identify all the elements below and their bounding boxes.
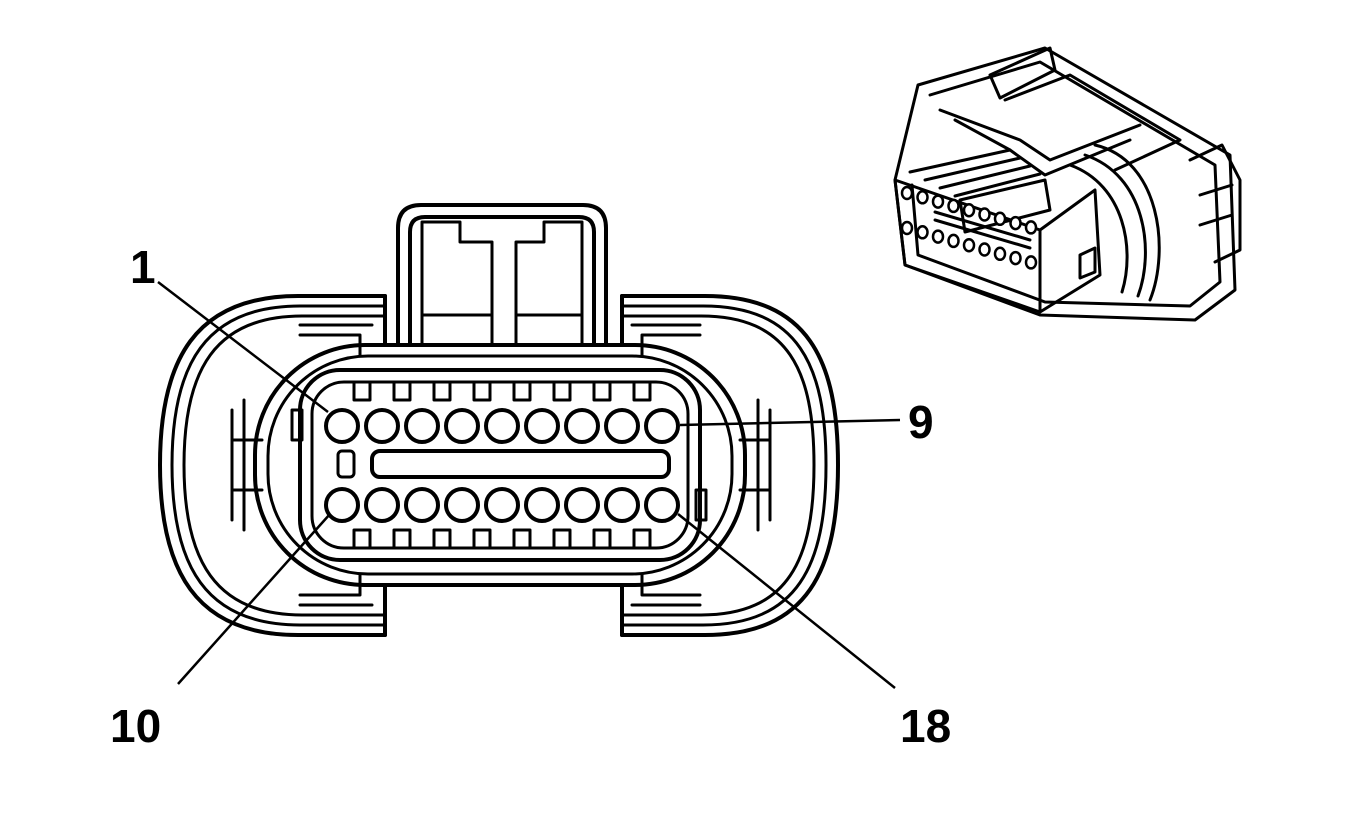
pin-label-9: 9 [908, 396, 934, 448]
pin-cavity-5 [484, 408, 520, 444]
comb-rib-top [512, 380, 532, 402]
pin-cavity-12 [404, 487, 440, 523]
comb-rib-bottom [592, 528, 612, 550]
comb-rib-top [592, 380, 612, 402]
comb-rib-bottom [352, 528, 372, 550]
pin-label-1: 1 [130, 241, 156, 293]
pin-cavity-9 [644, 408, 680, 444]
comb-rib-top [352, 380, 372, 402]
locking-tab [396, 203, 608, 347]
comb-rib-bottom [512, 528, 532, 550]
pin-cavity-11 [364, 487, 400, 523]
pin-cavity-16 [564, 487, 600, 523]
leader-line-pin-1 [157, 281, 329, 413]
center-key-slot [370, 449, 671, 479]
pin-cavity-2 [364, 408, 400, 444]
pin-cavity-7 [564, 408, 600, 444]
iso-pin-cavity [916, 190, 929, 205]
iso-pin-cavity [916, 225, 929, 240]
comb-rib-top [392, 380, 412, 402]
pin-cavity-14 [484, 487, 520, 523]
iso-pin-cavity [962, 202, 976, 218]
iso-pin-cavity [993, 246, 1007, 262]
mating-face [253, 343, 747, 587]
pin-cavity-13 [444, 487, 480, 523]
iso-pin-cavity [947, 198, 960, 214]
polarizing-slot [336, 449, 356, 479]
pin-cavity-3 [404, 408, 440, 444]
pin-cavity-8 [604, 408, 640, 444]
iso-pin-cavity [1024, 255, 1038, 270]
pin-cavity-6 [524, 408, 560, 444]
leader-line-pin-10 [177, 513, 331, 685]
comb-rib-bottom [392, 528, 412, 550]
iso-pin-cavity [900, 185, 914, 201]
pin-row-top [324, 408, 680, 444]
comb-rib-bottom [432, 528, 452, 550]
terminal-combs [352, 380, 652, 550]
comb-rib-top [432, 380, 452, 402]
iso-pin-cavity [1009, 250, 1022, 266]
iso-pin-cavity [900, 220, 914, 236]
iso-pin-cavity [978, 242, 991, 257]
leader-line-pin-9 [679, 418, 901, 427]
iso-pin-cavity [1009, 215, 1022, 231]
iso-pin-cavity [947, 233, 960, 249]
comb-rib-top [632, 380, 652, 402]
side-latches [230, 323, 772, 607]
pin-cavity-10 [324, 487, 360, 523]
pin-cavity-17 [604, 487, 640, 523]
outer-housing [158, 294, 840, 637]
connector-face-view: 1 9 10 18 [110, 203, 951, 752]
pin-cavity-15 [524, 487, 560, 523]
pin-row-bottom [324, 487, 680, 523]
iso-pin-cavity [993, 211, 1007, 227]
iso-pin-cavity [931, 229, 945, 244]
comb-rib-bottom [472, 528, 492, 550]
pin-label-18: 18 [900, 700, 951, 752]
comb-rib-top [552, 380, 572, 402]
iso-pin-cavity [978, 207, 991, 222]
leader-line-pin-18 [677, 513, 896, 689]
isometric-pin-cavities [900, 185, 1038, 270]
iso-pin-cavity [931, 194, 945, 209]
comb-rib-top [472, 380, 492, 402]
pin-cavity-18 [644, 487, 680, 523]
iso-pin-cavity [1024, 220, 1038, 235]
iso-pin-cavity [962, 237, 976, 253]
comb-rib-bottom [552, 528, 572, 550]
pin-cavity-1 [324, 408, 360, 444]
comb-rib-bottom [632, 528, 652, 550]
pin-cavity-4 [444, 408, 480, 444]
pin-label-10: 10 [110, 700, 161, 752]
connector-isometric-view [893, 46, 1242, 322]
